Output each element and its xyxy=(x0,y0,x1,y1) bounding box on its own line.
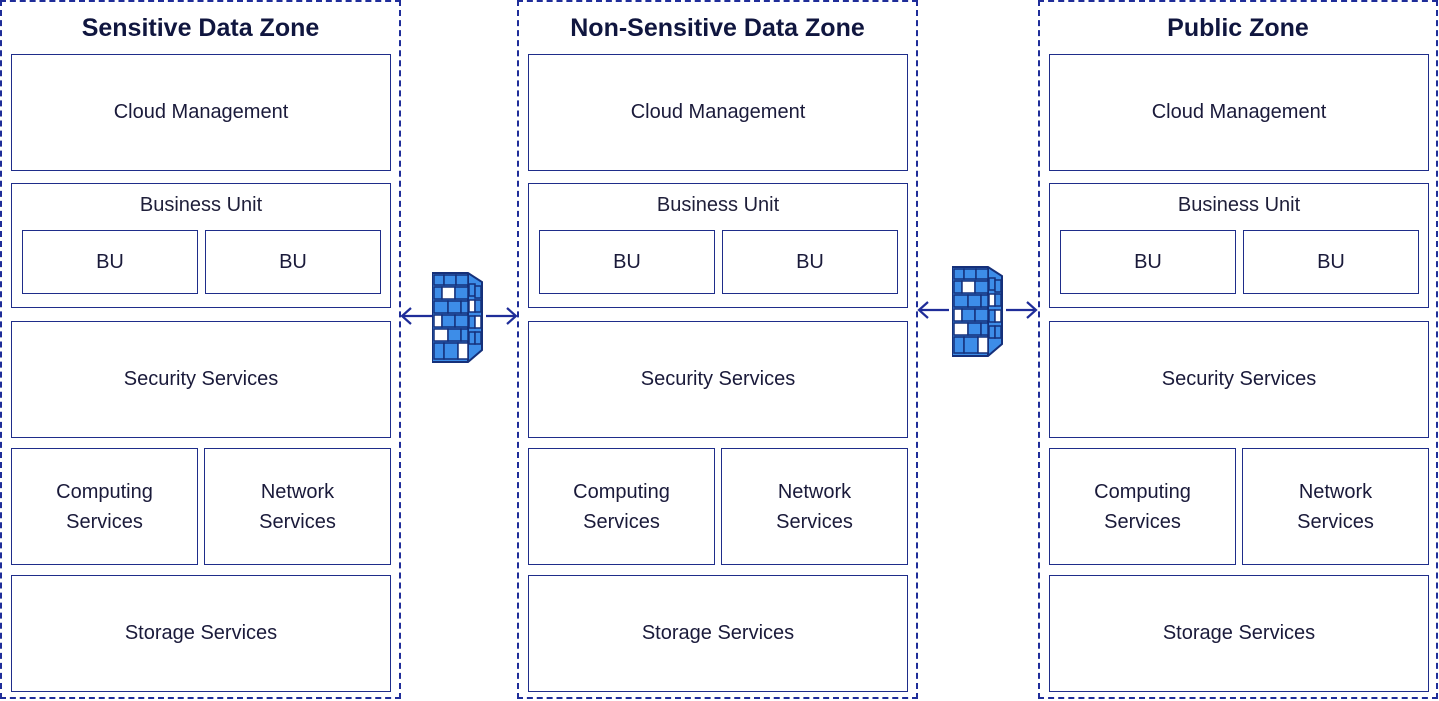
security-services-box: Security Services xyxy=(528,321,908,438)
business-unit-box: Business Unit BU BU xyxy=(528,183,908,308)
zone-title: Public Zone xyxy=(1167,14,1309,42)
business-unit-label: Business Unit xyxy=(139,194,263,216)
storage-services-box: Storage Services xyxy=(528,575,908,692)
bu-box: BU xyxy=(22,230,198,294)
security-services-box: Security Services xyxy=(11,321,391,438)
business-unit-box: Business Unit BU BU xyxy=(11,183,391,308)
right-arrow-icon xyxy=(1006,301,1038,319)
network-services-box: Network Services xyxy=(204,448,391,565)
zone-sensitive: Sensitive Data Zone Cloud Management Bus… xyxy=(0,0,401,699)
business-unit-box: Business Unit BU BU xyxy=(1049,183,1429,308)
bu-box: BU xyxy=(539,230,715,294)
cloud-management-box: Cloud Management xyxy=(11,54,391,171)
bu-box: BU xyxy=(205,230,381,294)
storage-services-box: Storage Services xyxy=(11,575,391,692)
security-services-box: Security Services xyxy=(1049,321,1429,438)
cloud-management-box: Cloud Management xyxy=(1049,54,1429,171)
bu-box: BU xyxy=(1243,230,1419,294)
zone-public: Public Zone Cloud Management Business Un… xyxy=(1038,0,1438,699)
network-services-box: Network Services xyxy=(721,448,908,565)
bu-box: BU xyxy=(1060,230,1236,294)
left-arrow-icon xyxy=(917,301,949,319)
left-arrow-icon xyxy=(400,307,432,325)
zone-non-sensitive: Non-Sensitive Data Zone Cloud Management… xyxy=(517,0,918,699)
right-arrow-icon xyxy=(486,307,518,325)
firewall-icon xyxy=(432,272,483,363)
computing-services-box: Computing Services xyxy=(528,448,715,565)
cloud-management-box: Cloud Management xyxy=(528,54,908,171)
storage-services-box: Storage Services xyxy=(1049,575,1429,692)
business-unit-label: Business Unit xyxy=(1177,194,1301,216)
network-services-box: Network Services xyxy=(1242,448,1429,565)
computing-services-box: Computing Services xyxy=(11,448,198,565)
zone-title: Non-Sensitive Data Zone xyxy=(570,14,865,42)
firewall-icon xyxy=(952,266,1003,357)
zone-title: Sensitive Data Zone xyxy=(81,14,320,42)
business-unit-label: Business Unit xyxy=(656,194,780,216)
computing-services-box: Computing Services xyxy=(1049,448,1236,565)
bu-box: BU xyxy=(722,230,898,294)
